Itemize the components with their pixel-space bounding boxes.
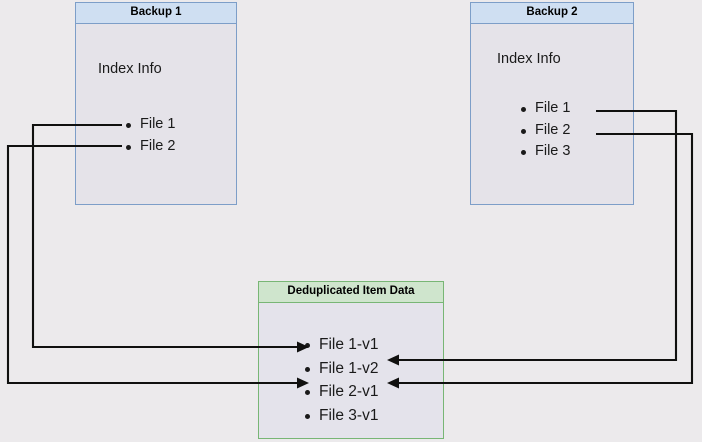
node-deduplicated-file-list: File 1-v1 File 1-v2 File 2-v1 File 3-v1: [303, 333, 378, 427]
list-item[interactable]: File 2: [124, 136, 175, 158]
list-item[interactable]: File 1: [519, 98, 570, 120]
node-backup-1[interactable]: Backup 1: [75, 2, 237, 205]
list-item[interactable]: File 2-v1: [303, 380, 378, 404]
list-item[interactable]: File 1-v1: [303, 333, 378, 357]
node-backup-1-file-list: File 1 File 2: [124, 114, 175, 157]
node-backup-1-header: Backup 1: [76, 3, 236, 24]
list-item[interactable]: File 1: [124, 114, 175, 136]
node-backup-2-header: Backup 2: [471, 3, 633, 24]
list-item[interactable]: File 3-v1: [303, 404, 378, 428]
node-backup-2-file-list: File 1 File 2 File 3: [519, 98, 570, 163]
node-backup-1-subtitle: Index Info: [98, 61, 162, 77]
list-item[interactable]: File 2: [519, 120, 570, 142]
list-item[interactable]: File 3: [519, 141, 570, 163]
node-backup-2-subtitle: Index Info: [497, 51, 561, 67]
node-deduplicated-item-data-header: Deduplicated Item Data: [259, 282, 443, 303]
list-item[interactable]: File 1-v2: [303, 357, 378, 381]
